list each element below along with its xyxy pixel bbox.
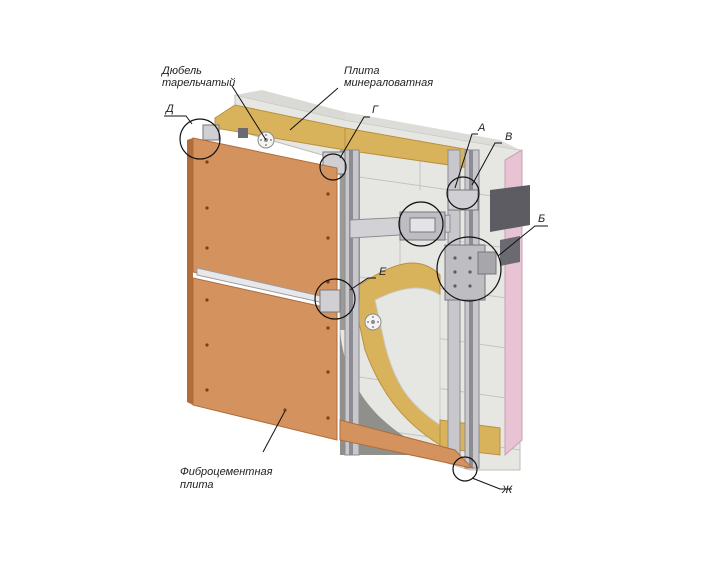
label-disc-dowel-1: Дюбель: [160, 65, 202, 77]
leader-lines: [164, 85, 548, 490]
corner-bracket-dark: [238, 128, 248, 138]
label-mineral-wool-2: минераловатная: [344, 77, 433, 89]
label-disc-dowel-2: тарельчатый: [162, 77, 235, 89]
marker-v: В: [505, 131, 512, 143]
marker-d: Д: [164, 103, 174, 115]
label-fiber-cement-1: Фиброцементная: [180, 466, 273, 478]
marker-b: Б: [538, 213, 545, 225]
callout-circles: [179, 118, 502, 482]
marker-a: А: [477, 122, 485, 134]
joint-bracket: [319, 289, 341, 313]
fiber-cement-panels: [187, 137, 474, 469]
marker-g: Г: [372, 104, 379, 116]
label-fiber-cement-2: плита: [180, 479, 214, 491]
marker-e: Е: [379, 266, 387, 278]
marker-zh: Ж: [501, 484, 513, 496]
label-mineral-wool-1: Плита: [344, 65, 379, 77]
